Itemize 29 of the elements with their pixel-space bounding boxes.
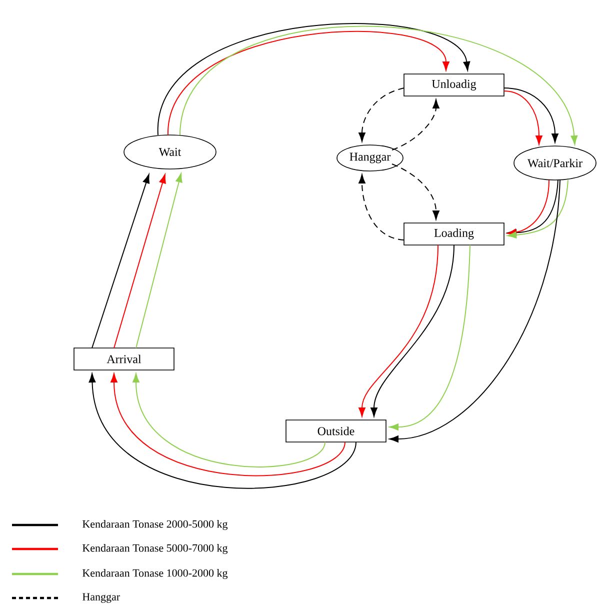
arrow <box>392 164 440 220</box>
arrow <box>168 31 450 136</box>
arrow <box>389 244 470 430</box>
arrow <box>88 373 356 489</box>
arrow <box>110 373 346 476</box>
arrow <box>358 174 404 240</box>
arrow <box>504 88 558 143</box>
state-box: Unloadig <box>404 74 504 96</box>
state-box: Loading <box>404 222 504 246</box>
arrow <box>504 90 542 145</box>
legend-label: Kendaraan Tonase 5000-7000 kg <box>82 544 228 554</box>
arrow <box>114 174 166 348</box>
state-box: Arrival <box>74 348 174 370</box>
legend-label: Hanggar <box>82 593 120 603</box>
arrow <box>132 373 326 468</box>
arrow <box>158 23 470 136</box>
arrow <box>392 99 440 150</box>
arrow <box>92 174 150 348</box>
state-box: Outside <box>286 420 386 442</box>
arrow <box>507 180 568 238</box>
legend-label: Kendaraan Tonase 2000-5000 kg <box>82 520 228 530</box>
arrow <box>358 244 438 417</box>
legend-label: Kendaraan Tonase 1000-2000 kg <box>82 569 228 579</box>
arrow <box>180 26 578 145</box>
arrow <box>358 88 404 142</box>
arrow <box>136 173 182 348</box>
arrow <box>507 180 550 236</box>
arrow <box>370 244 454 417</box>
arrow <box>389 180 560 442</box>
